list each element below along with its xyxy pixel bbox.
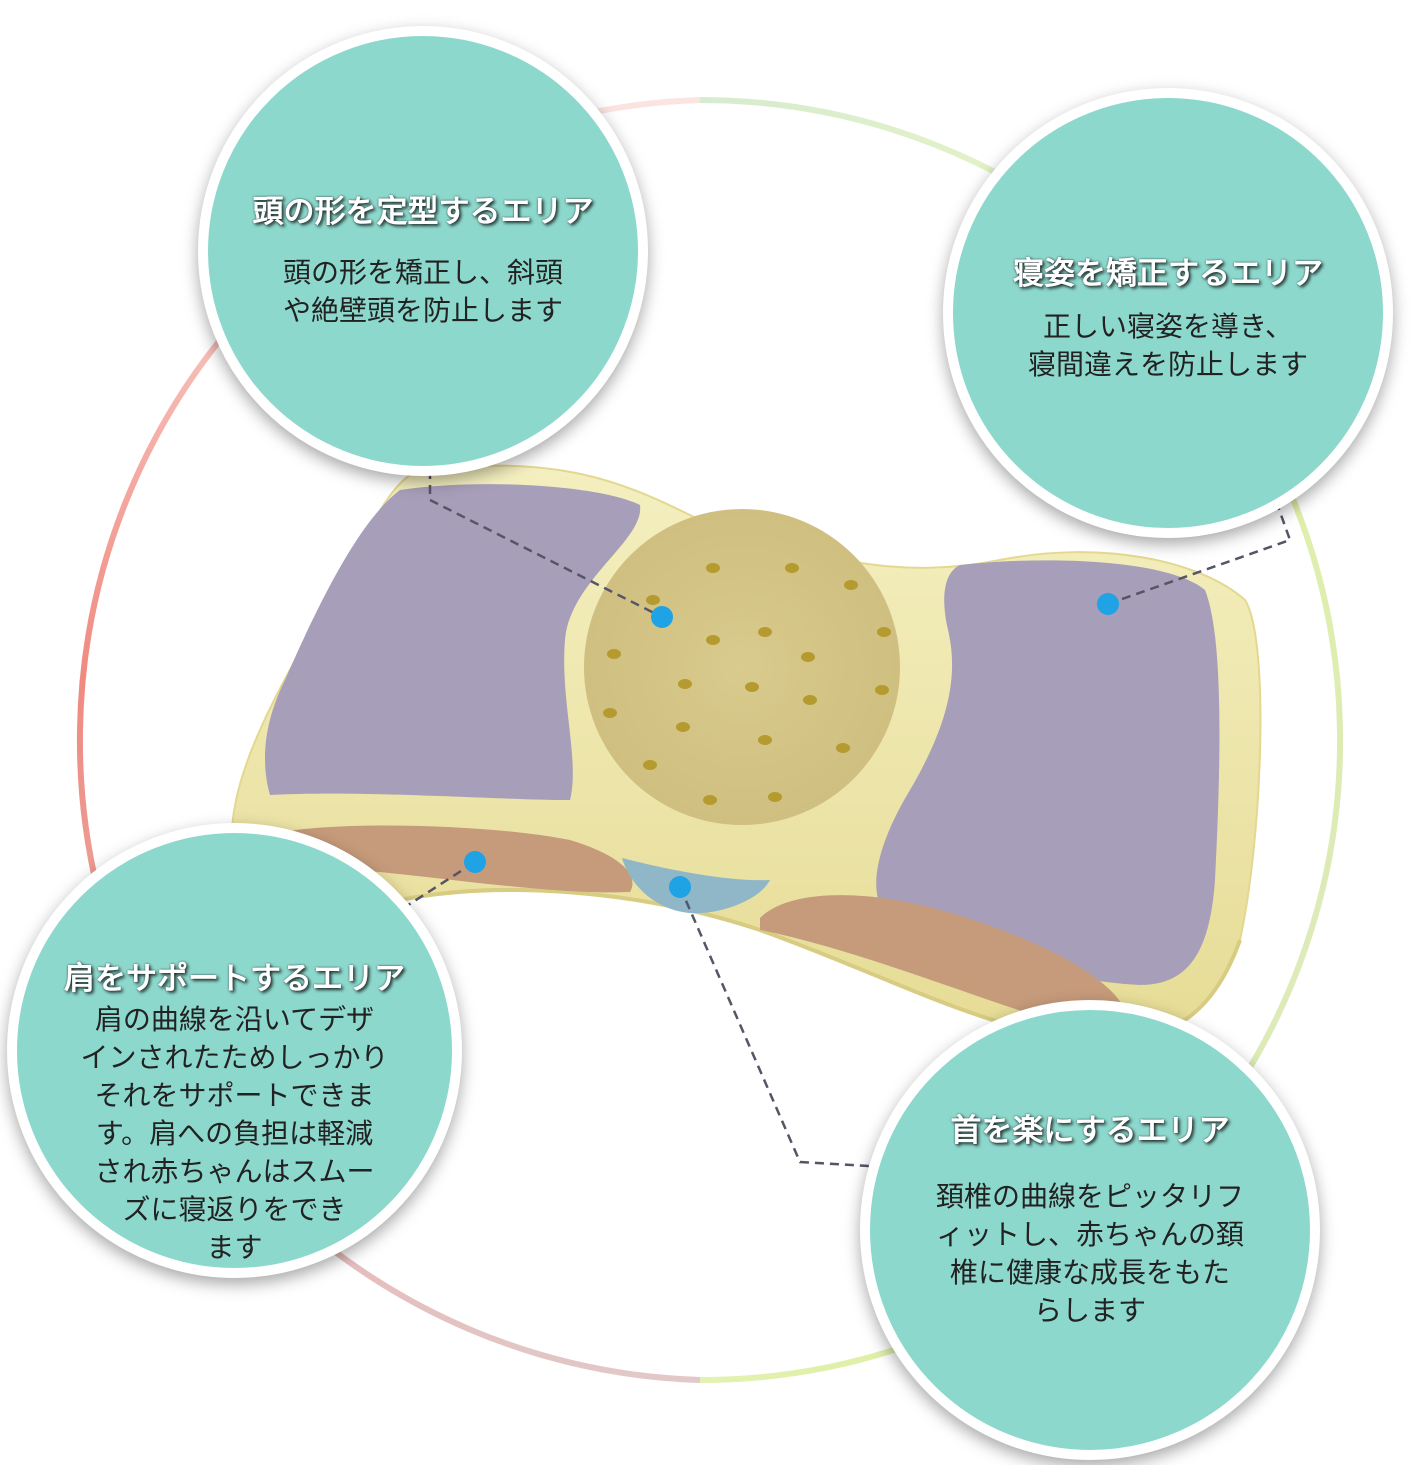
text-line: らします <box>1033 1294 1146 1327</box>
text-line: ィットし、赤ちゃんの頚 <box>935 1218 1244 1251</box>
text-line: 椎に健康な成長をもた <box>949 1256 1230 1289</box>
bubble-neck: 首を楽にするエリア 頚椎の曲線をピッタリフ ィットし、赤ちゃんの頚 椎に健康な成… <box>860 1000 1320 1460</box>
markers <box>464 593 1119 898</box>
bubble-head-shape-text: 頭の形を矯正し、斜頭 や絶壁頭を防止します <box>208 254 638 330</box>
bubble-shoulder: 肩をサポートするエリア 肩の曲線を沿いてデザ インされたためしっかり それをサポ… <box>7 823 462 1278</box>
bubble-head-shape-title: 頭の形を定型するエリア <box>252 194 594 230</box>
text-line: 肩の曲線を沿いてデザ <box>94 1003 375 1036</box>
bubble-shoulder-title: 肩をサポートするエリア <box>64 961 405 997</box>
posture-area-right <box>876 560 1220 985</box>
marker-shoulder <box>464 851 486 873</box>
text-line: ズに寝返りをでき <box>122 1193 347 1226</box>
text-line: され赤ちゃんはスムー <box>94 1155 375 1188</box>
text-line: 正しい寝姿を導き、 <box>1042 310 1294 343</box>
text-line: す。肩への負担は軽減 <box>95 1117 374 1150</box>
shoulder-area-right <box>760 895 1125 1031</box>
text-line: それをサポートできま <box>94 1079 375 1112</box>
bubble-neck-text: 頚椎の曲線をピッタリフ ィットし、赤ちゃんの頚 椎に健康な成長をもた らします <box>870 1178 1310 1330</box>
text-line: 頭の形を矯正し、斜頭 <box>282 256 563 289</box>
marker-posture <box>1097 593 1119 615</box>
marker-neck <box>669 876 691 898</box>
text-line: ます <box>206 1231 263 1264</box>
head-pad-circle <box>584 509 900 825</box>
text-line: 頚椎の曲線をピッタリフ <box>935 1180 1244 1213</box>
bubble-posture: 寝姿を矯正するエリア 正しい寝姿を導き、 寝間違えを防止します <box>943 88 1393 538</box>
posture-area-left <box>265 484 641 800</box>
text-line: 寝間違えを防止します <box>1027 348 1308 381</box>
text-line: インされたためしっかり <box>80 1041 389 1074</box>
bubble-neck-title: 首を楽にするエリア <box>950 1113 1230 1149</box>
bubble-head-shape: 頭の形を定型するエリア 頭の形を矯正し、斜頭 や絶壁頭を防止します <box>198 26 648 476</box>
shoulder-area-left <box>255 825 633 893</box>
bubble-posture-text: 正しい寝姿を導き、 寝間違えを防止します <box>953 308 1383 384</box>
neck-area <box>622 858 770 914</box>
bubble-posture-title: 寝姿を矯正するエリア <box>1013 256 1323 292</box>
bubble-shoulder-text: 肩の曲線を沿いてデザ インされたためしっかり それをサポートできま す。肩への負… <box>17 1001 452 1267</box>
ventilation-holes <box>603 563 891 805</box>
text-line: や絶壁頭を防止します <box>282 294 563 327</box>
marker-head <box>651 606 673 628</box>
